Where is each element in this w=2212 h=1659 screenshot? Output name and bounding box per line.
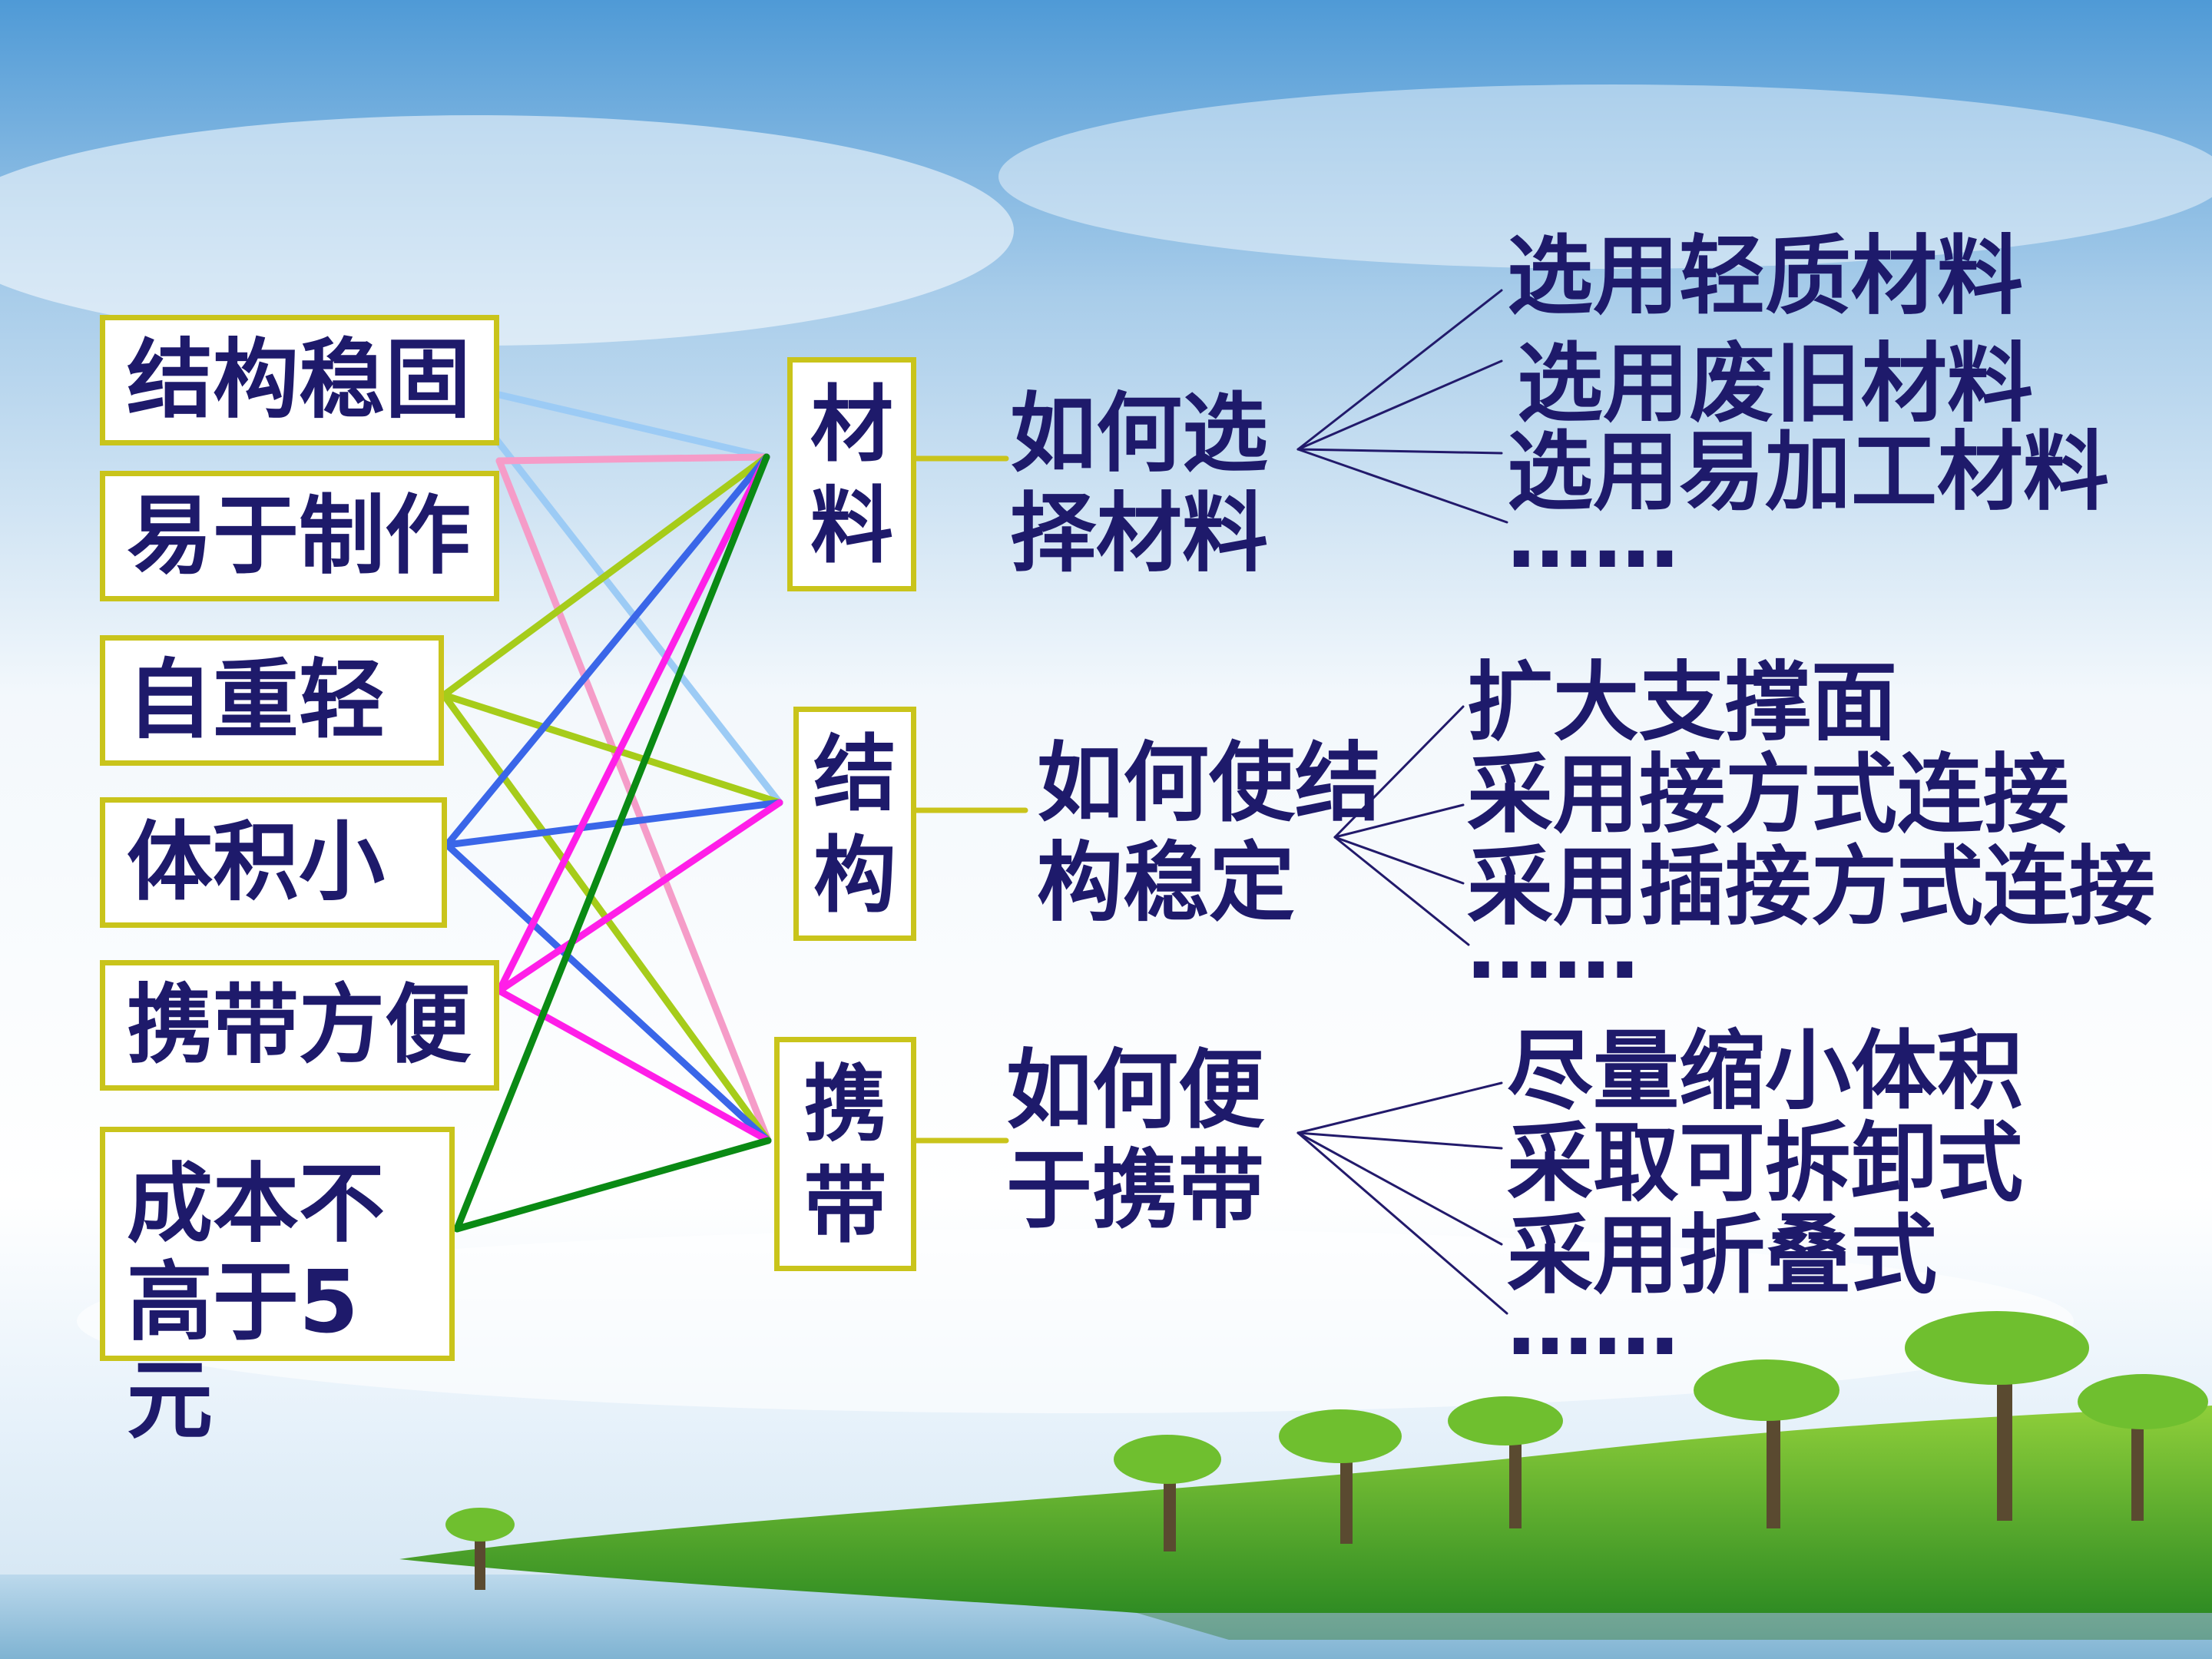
branch-line-2-1 <box>1296 1131 1503 1150</box>
link-small-carry <box>443 841 772 1144</box>
branch-line-2-2 <box>1296 1131 1503 1246</box>
category-box-material: 材 料 <box>787 357 916 591</box>
method-structure-4: …… <box>1467 899 1639 998</box>
method-structure-3: 采用插接方式连接 <box>1467 837 2155 937</box>
branch-line-1-0 <box>1333 705 1465 839</box>
category-box-structure: 结 构 <box>793 707 916 941</box>
question-carry: 如何便 于携带 <box>1006 1041 1264 1240</box>
method-carry-3: 采用折叠式 <box>1507 1206 1937 1306</box>
link-easy-material <box>495 453 770 465</box>
link-portable-material <box>495 453 770 995</box>
method-material-1: 选用轻质材料 <box>1507 227 2023 326</box>
link-light-material <box>440 453 770 699</box>
requirement-box-portable: 携带方便 <box>100 960 499 1091</box>
branch-line-1-1 <box>1333 803 1465 839</box>
link-small-structure <box>443 799 783 849</box>
category-box-carry: 携 带 <box>774 1037 916 1271</box>
link-small-material <box>443 453 770 849</box>
link-portable-structure <box>495 799 783 995</box>
method-material-2: 选用废旧材料 <box>1517 334 2033 434</box>
branch-line-2-0 <box>1296 1081 1503 1134</box>
link-cost-material <box>453 453 770 1233</box>
method-structure-1: 扩大支撑面 <box>1467 653 1897 753</box>
link-stable-material <box>449 380 770 461</box>
branch-line-2-3 <box>1296 1131 1508 1315</box>
requirement-box-stable: 结构稳固 <box>100 315 499 445</box>
requirement-box-easy: 易于制作 <box>100 471 499 601</box>
method-carry-4: …… <box>1507 1275 1679 1375</box>
method-material-3: 选用易加工材料 <box>1507 422 2109 522</box>
method-carry-1: 尽量缩小体积 <box>1507 1022 2023 1121</box>
branch-line-0-1 <box>1296 359 1503 451</box>
method-carry-2: 采取可拆卸式 <box>1507 1114 2023 1214</box>
link-easy-carry <box>495 457 772 1144</box>
branch-line-0-2 <box>1296 448 1503 455</box>
question-structure: 如何使结 构稳定 <box>1037 733 1381 933</box>
requirement-box-small: 体积小 <box>100 797 447 928</box>
link-stable-structure <box>449 380 783 806</box>
question-material: 如何选 择材料 <box>1010 384 1268 584</box>
tree-icon <box>445 1311 2208 1590</box>
link-cost-carry <box>453 1137 772 1233</box>
branch-line-1-2 <box>1333 836 1465 885</box>
method-structure-2: 采用接方式连接 <box>1467 745 2069 845</box>
method-material-4: …… <box>1507 488 1679 588</box>
branch-line-0-0 <box>1296 289 1503 451</box>
link-light-structure <box>440 691 783 806</box>
branch-line-0-3 <box>1296 448 1508 524</box>
branch-line-1-3 <box>1333 836 1470 946</box>
requirement-box-light: 自重轻 <box>100 635 444 766</box>
requirement-box-cost: 成本不 高于5元 <box>100 1127 455 1450</box>
